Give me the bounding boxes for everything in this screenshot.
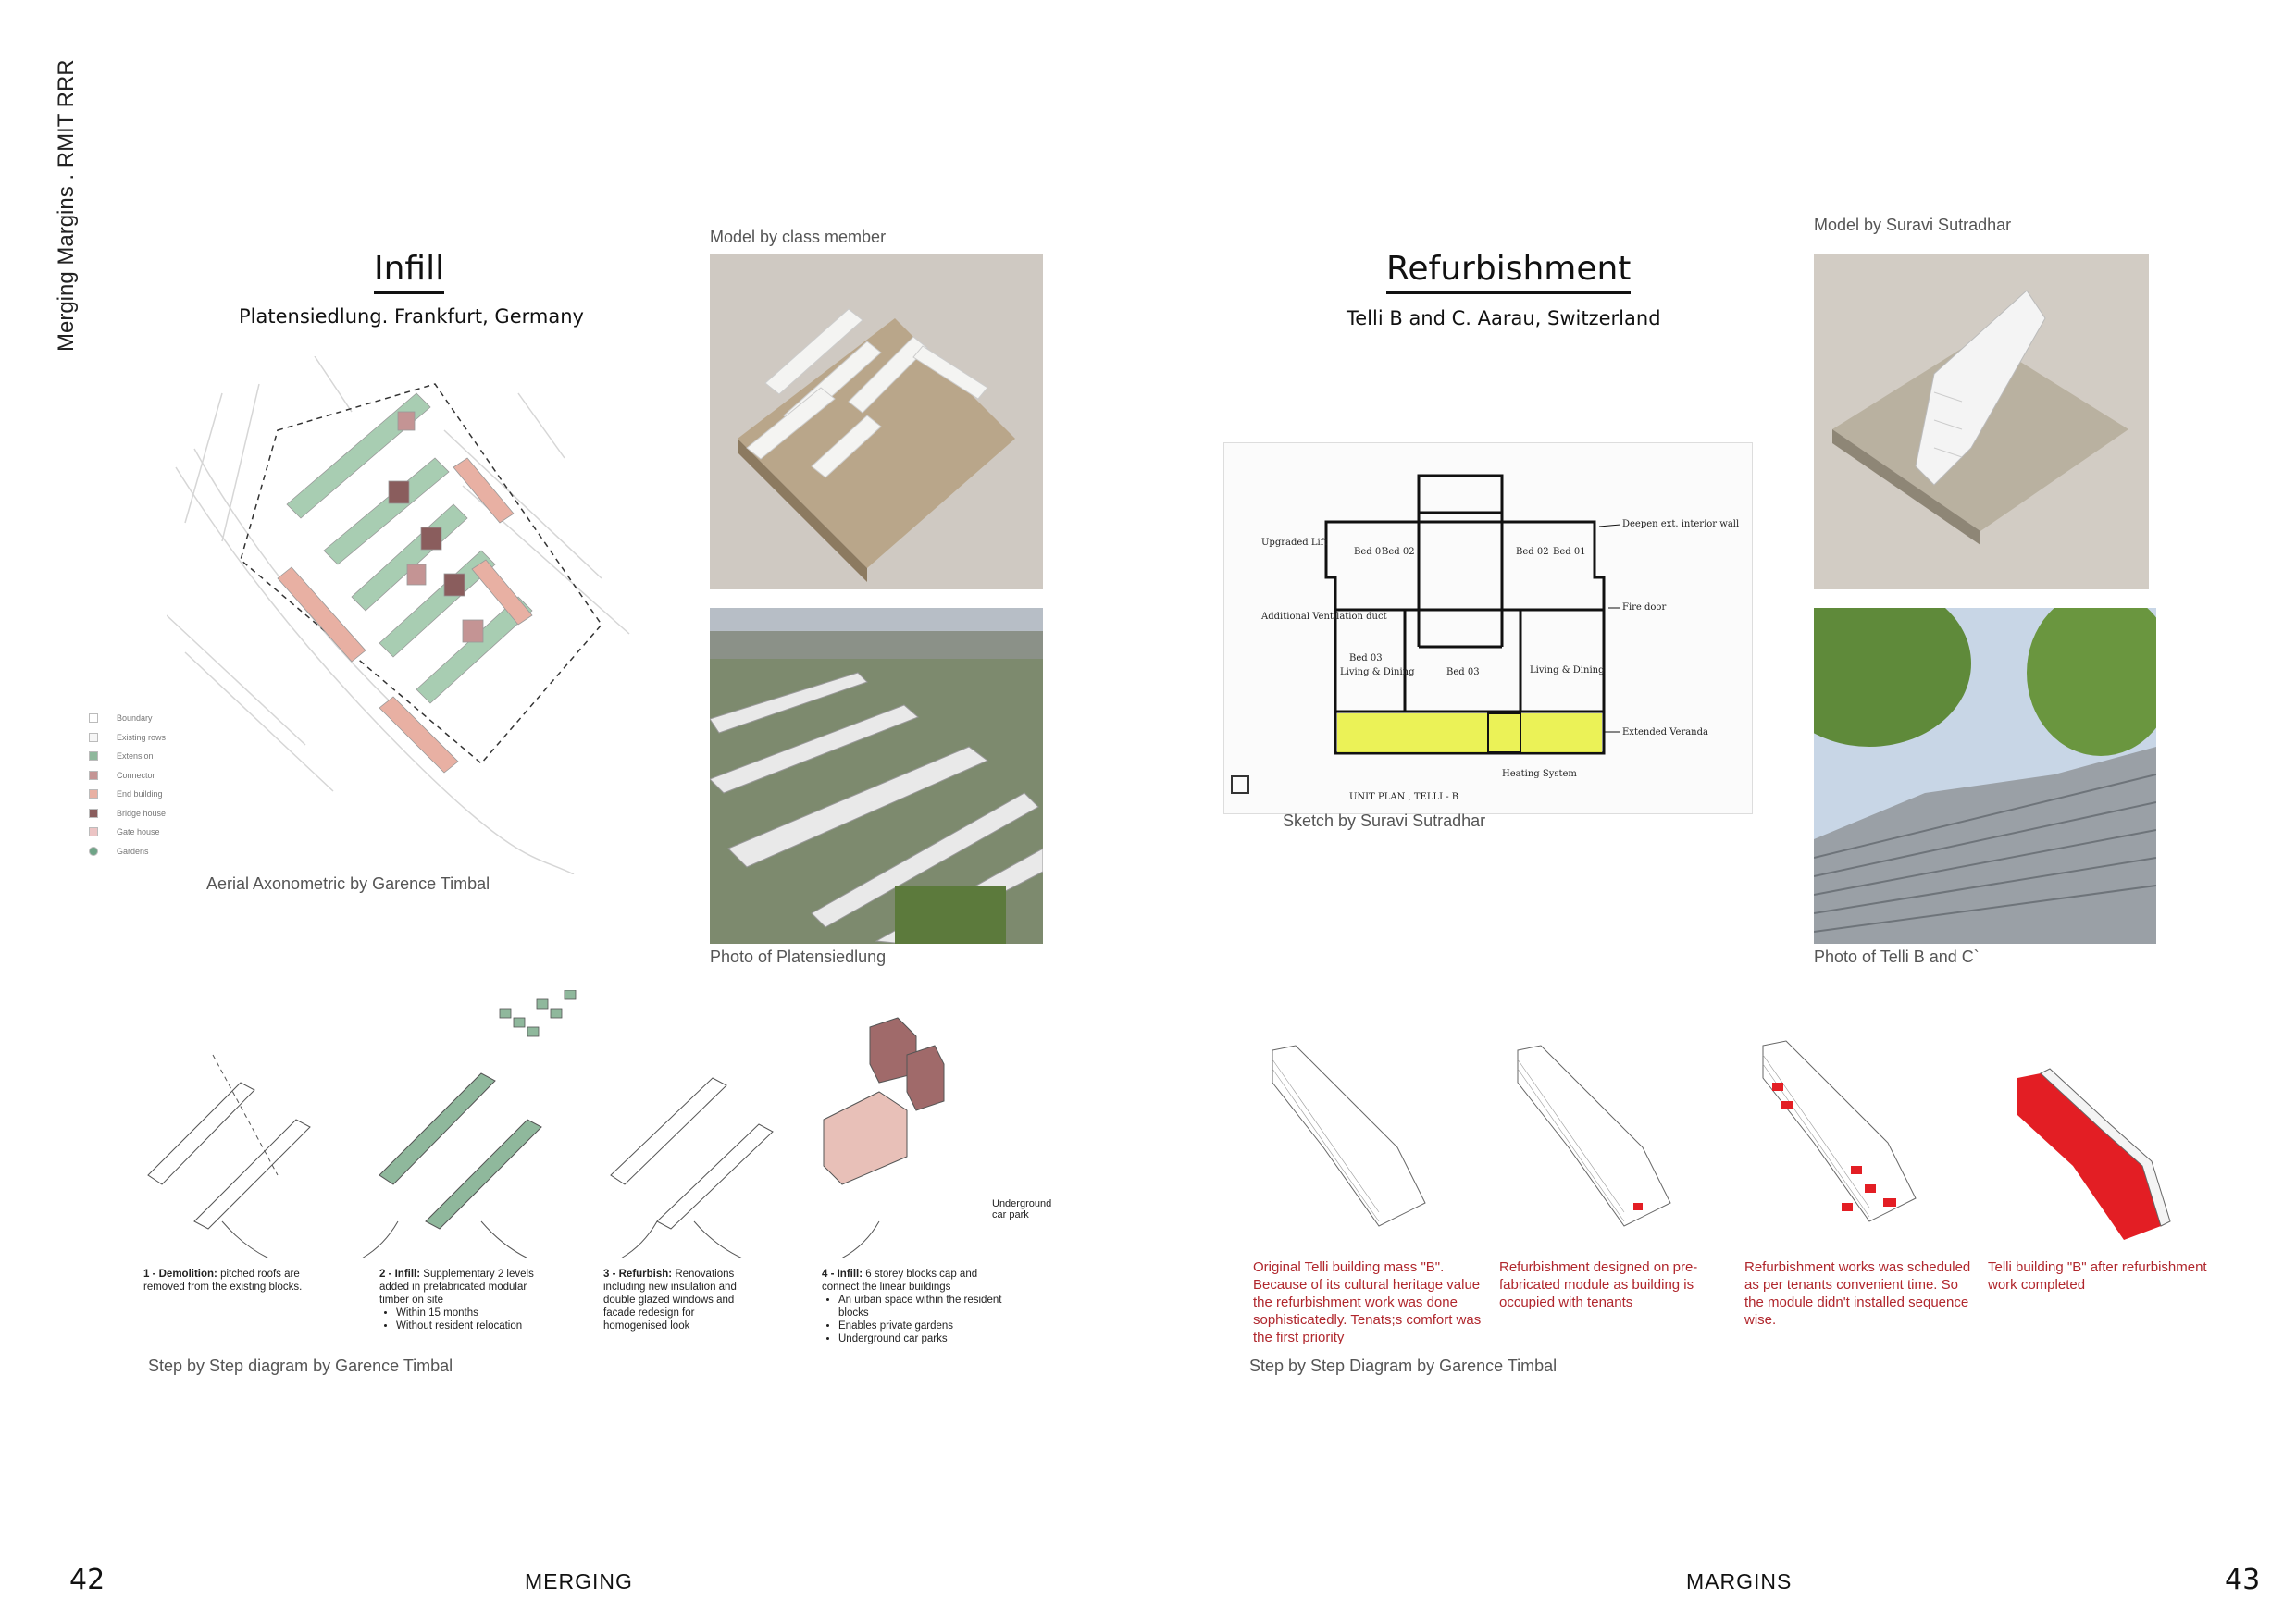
svg-text:Living & Dining: Living & Dining — [1530, 665, 1605, 675]
page-number-left: 42 — [69, 1564, 105, 1596]
svg-text:Bed 03: Bed 03 — [1446, 667, 1480, 677]
platensiedlung-caption: Photo of Platensiedlung — [710, 948, 887, 966]
model-caption-right: Model by Suravi Sutradhar — [1814, 216, 2012, 234]
legend-item: End building — [89, 785, 166, 804]
legend-item: Bridge house — [89, 804, 166, 824]
model-photo-left — [710, 254, 1043, 589]
svg-text:Living & Dining: Living & Dining — [1340, 667, 1415, 677]
unit-plan-sketch: Bed 01 Bed 02 Bed 02 Bed 01 Bed 03 Livin… — [1223, 442, 1753, 814]
svg-text:Bed 01: Bed 01 — [1553, 547, 1586, 557]
svg-text:Bed 01: Bed 01 — [1354, 547, 1387, 557]
svg-text:Additional Ventilation duct: Additional Ventilation duct — [1260, 612, 1387, 622]
infill-subtitle: Platensiedlung. Frankfurt, Germany — [239, 305, 584, 328]
refurbishment-subtitle: Telli B and C. Aarau, Switzerland — [1347, 307, 1661, 329]
refurb-step-1: Original Telli building mass "B". Becaus… — [1253, 1259, 1482, 1345]
infill-step-diagram — [139, 989, 1055, 1270]
footer-left-word: MERGING — [525, 1569, 633, 1593]
svg-text:Heating System: Heating System — [1502, 769, 1577, 779]
infill-step-1: 1 - Demolition: pitched roofs are remove… — [143, 1269, 303, 1293]
legend-item: Boundary — [89, 709, 166, 728]
svg-text:Bed 02: Bed 02 — [1382, 547, 1415, 557]
car-park-label: Underground car park — [992, 1198, 1052, 1220]
telli-photo — [1814, 608, 2156, 944]
sketch-caption: Sketch by Suravi Sutradhar — [1283, 812, 1486, 830]
legend-item: Extension — [89, 747, 166, 766]
legend-item: Existing rows — [89, 728, 166, 748]
telli-caption: Photo of Telli B and C` — [1814, 948, 1980, 966]
refurb-step-4: Telli building "B" after refurbishment w… — [1988, 1259, 2207, 1293]
refurbishment-step-diagram — [1268, 1027, 2193, 1249]
axo-legend: Boundary Existing rows Extension Connect… — [89, 709, 166, 861]
platensiedlung-photo — [710, 608, 1043, 944]
svg-text:Bed 03: Bed 03 — [1349, 653, 1383, 663]
model-photo-right — [1814, 254, 2149, 589]
svg-text:Extended Veranda: Extended Veranda — [1622, 727, 1708, 737]
svg-text:UNIT PLAN , TELLI - B: UNIT PLAN , TELLI - B — [1349, 792, 1458, 802]
refurbishment-title: Refurbishment — [1386, 250, 1632, 294]
refurb-step-2: Refurbishment designed on pre-fabricated… — [1499, 1259, 1698, 1310]
legend-item: Gate house — [89, 823, 166, 842]
axo-caption: Aerial Axonometric by Garence Timbal — [206, 874, 490, 893]
legend-item: Connector — [89, 766, 166, 786]
legend-item: Gardens — [89, 842, 166, 861]
page-number-right: 43 — [2225, 1564, 2261, 1596]
svg-text:Fire door: Fire door — [1622, 602, 1666, 613]
aerial-axonometric — [166, 355, 648, 875]
svg-text:Bed 02: Bed 02 — [1516, 547, 1549, 557]
infill-step-2: 2 - Infill: Supplementary 2 levels added… — [379, 1268, 555, 1332]
refurb-step-3: Refurbishment works was scheduled as per… — [1744, 1259, 1971, 1328]
side-title: Merging Margins . RMIT RRR — [54, 59, 79, 352]
infill-steps-caption: Step by Step diagram by Garence Timbal — [148, 1357, 453, 1375]
model-caption-left: Model by class member — [710, 228, 887, 246]
svg-text:Upgraded Lift: Upgraded Lift — [1261, 538, 1327, 548]
footer-right-word: MARGINS — [1686, 1569, 1793, 1593]
infill-title: Infill — [374, 250, 445, 294]
svg-text:Deepen ext. interior wall: Deepen ext. interior wall — [1622, 519, 1739, 529]
infill-step-4: 4 - Infill: 6 storey blocks cap and conn… — [822, 1268, 1007, 1345]
infill-step-3: 3 - Refurbish: Renovations including new… — [603, 1269, 737, 1332]
refurb-steps-caption: Step by Step Diagram by Garence Timbal — [1249, 1357, 1558, 1375]
